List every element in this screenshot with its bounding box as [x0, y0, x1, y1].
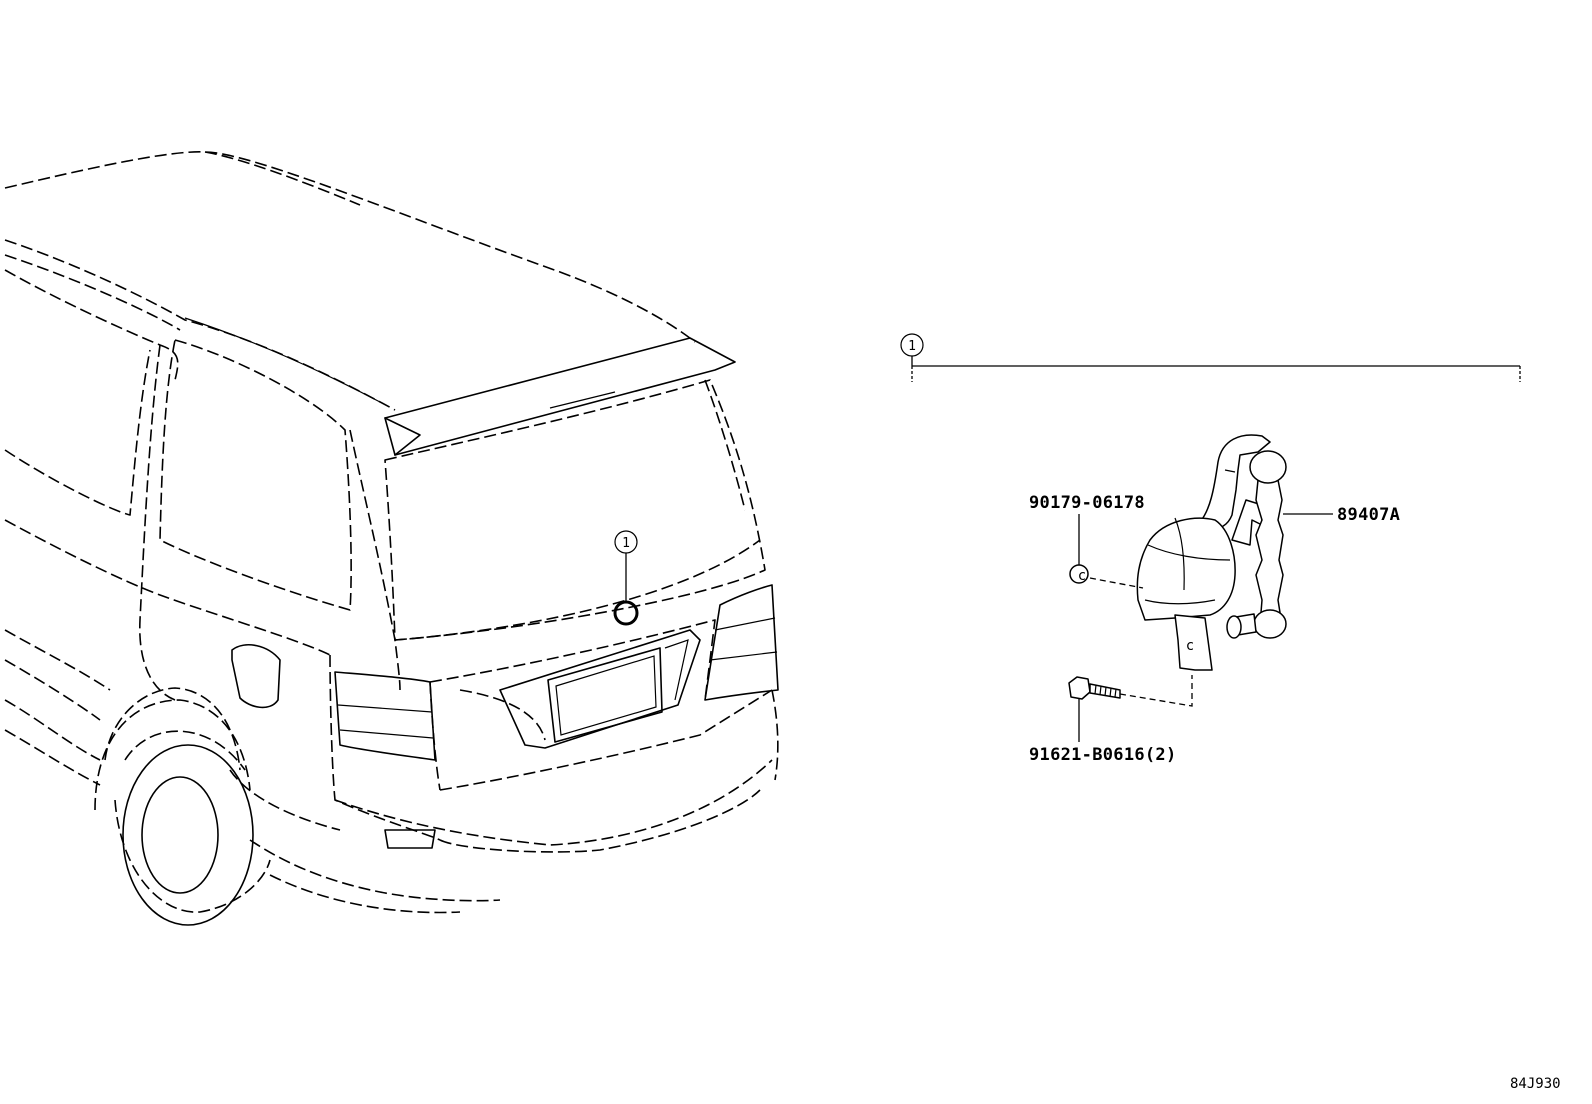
group-callout-number[interactable]: 1 — [908, 339, 916, 354]
vehicle-callout-number: 1 — [622, 536, 630, 551]
parts-group-bracket: 1 — [900, 333, 1521, 382]
part-label-bolt[interactable]: 91621-B0616(2) — [1029, 699, 1177, 765]
nut-marker: c — [1078, 568, 1086, 584]
vehicle-callout[interactable]: 1 — [613, 530, 639, 626]
bolt-illustration[interactable] — [1068, 675, 1193, 707]
vehicle-illustration — [4, 151, 779, 926]
part-number-sensor: 89407A — [1337, 505, 1400, 525]
diagram-code: 84J930 — [1510, 1076, 1561, 1092]
part-label-nut[interactable]: 90179-06178 — [1029, 493, 1145, 565]
height-sensor-illustration[interactable]: c — [1136, 434, 1287, 671]
bracket-marker: c — [1186, 638, 1194, 654]
part-number-nut: 90179-06178 — [1029, 493, 1145, 513]
part-number-bolt: 91621-B0616(2) — [1029, 745, 1177, 765]
part-label-sensor[interactable]: 89407A — [1283, 505, 1400, 525]
nut-illustration[interactable]: c — [1069, 564, 1144, 589]
